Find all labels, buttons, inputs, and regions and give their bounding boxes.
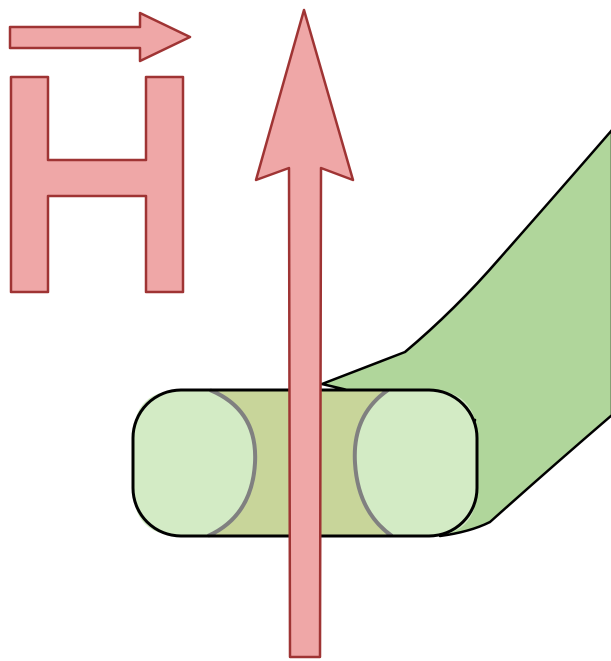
field-arrow [256,10,353,657]
ring-right-face [355,390,477,536]
vector-arrow-icon [10,13,190,61]
h-letter-symbol [11,77,183,292]
